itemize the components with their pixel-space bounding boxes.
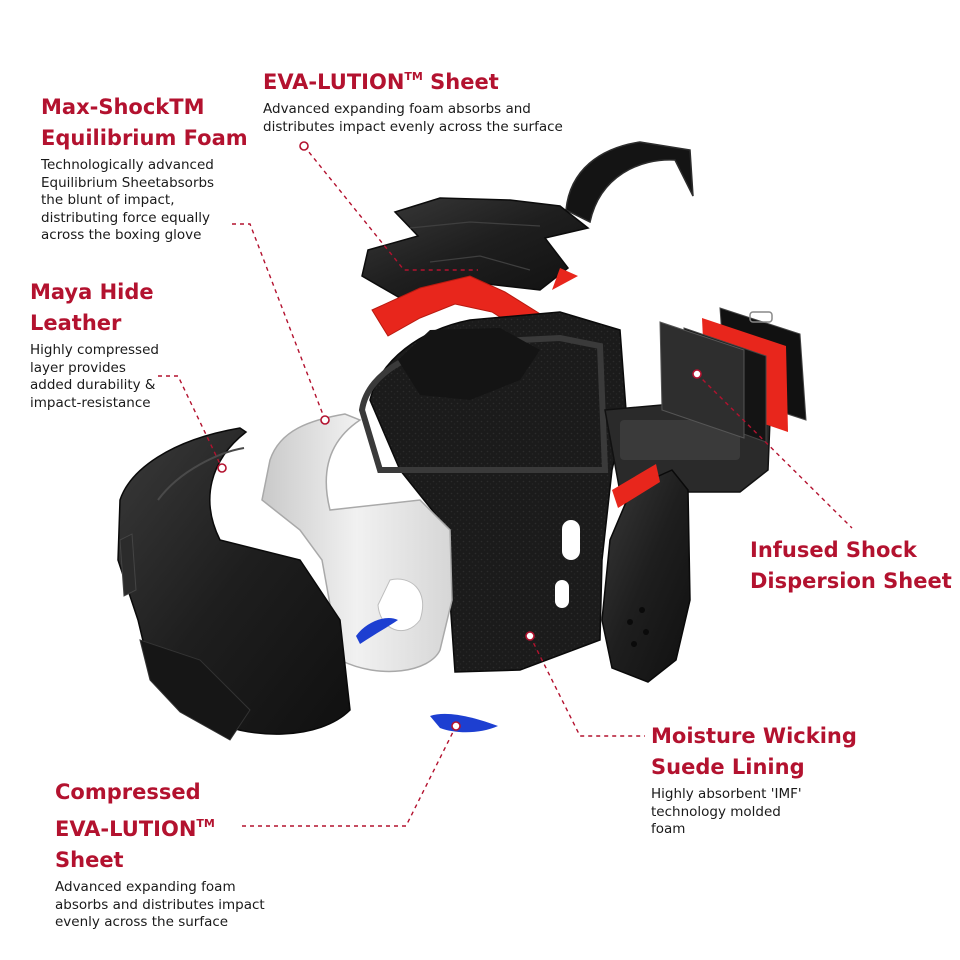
callout-compressed-eva-lution-sheet: Compressed EVA-LUTIONTM Sheet Advanced e… [55,777,335,932]
leader-eva-top [303,145,478,271]
leader-moisture [529,635,645,737]
suede-lining-cutout-1 [562,520,580,560]
leader-eva-comp [242,725,457,827]
leader-maya [158,375,223,469]
callout-title-line2: EVA-LUTIONTM [55,808,335,845]
callout-title-line2: Leather [30,311,122,335]
thumb-red-insert [612,464,660,508]
callout-description: Technologically advanced Equilibrium She… [41,157,215,243]
leather-cuff [139,639,251,741]
callout-description: Advanced expanding foam absorbs and dist… [55,879,265,930]
callout-title-line2: Suede Lining [651,755,805,779]
leader-dot-infused [692,369,702,379]
eva-top-red-edge [552,268,578,290]
eva-top-sheet [361,197,590,299]
callout-description: Highly compressed layer provides added d… [30,342,159,411]
leader-dot-eva-comp [451,721,461,731]
callout-title-line1: Maya Hide [30,280,154,304]
callout-title-line2: Dispersion Sheet [750,569,952,593]
leader-maxshock [232,223,326,421]
callout-title: EVA-LUTIONTM Sheet [263,61,623,98]
wrist-velcro-strip [620,420,740,460]
callout-maya-hide-leather: Maya Hide Leather Highly compressed laye… [30,277,230,412]
blue-insert-upper [356,617,398,644]
callout-moisture-wicking-lining: Moisture Wicking Suede Lining Highly abs… [651,721,881,839]
leader-dot-eva-top [299,141,309,151]
leader-lines [158,145,853,827]
thumb-vent-holes [627,607,649,647]
infused-shock-layers [659,307,807,443]
callout-infused-shock-dispersion: Infused Shock Dispersion Sheet [750,535,955,597]
leader-dot-moisture [525,631,535,641]
blue-insert-lower [430,713,498,733]
leather-logo-mark [119,533,137,597]
callout-maxshock-equilibrium-foam: Max-ShockTM Equilibrium Foam Technologic… [41,92,276,245]
callout-title-line1: Infused Shock [750,538,917,562]
leader-dots [217,141,702,731]
title-text: EVA-LUTION [263,70,405,94]
callout-title-line2: Equilibrium Foam [41,126,248,150]
title-text: EVA-LUTION [55,817,197,841]
leader-dot-maxshock [320,415,330,425]
leader-dot-maya [217,463,227,473]
strap-loop [565,141,694,224]
callout-description: Highly absorbent 'IMF' technology molded… [651,786,802,837]
callout-title-line1: Max-ShockTM [41,95,205,119]
callout-description: Advanced expanding foam absorbs and dist… [263,101,563,135]
callout-eva-lution-sheet: EVA-LUTIONTM Sheet Advanced expanding fo… [263,61,623,136]
callout-title-line1: Moisture Wicking [651,724,857,748]
callout-title-line1: Compressed [55,780,201,804]
eva-top-sheet-groove [409,221,541,271]
trademark-mark: TM [196,817,215,830]
suede-lining-cutout-2 [555,580,569,608]
leather-inner-edge [157,447,245,501]
white-foam-thumb-hole [377,578,424,632]
title-tail: Sheet [422,70,499,94]
callout-title-line3: Sheet [55,848,124,872]
trademark-mark: TM [404,70,423,83]
thumb-shell [601,469,691,683]
suede-lining-finger-slot [398,328,540,400]
